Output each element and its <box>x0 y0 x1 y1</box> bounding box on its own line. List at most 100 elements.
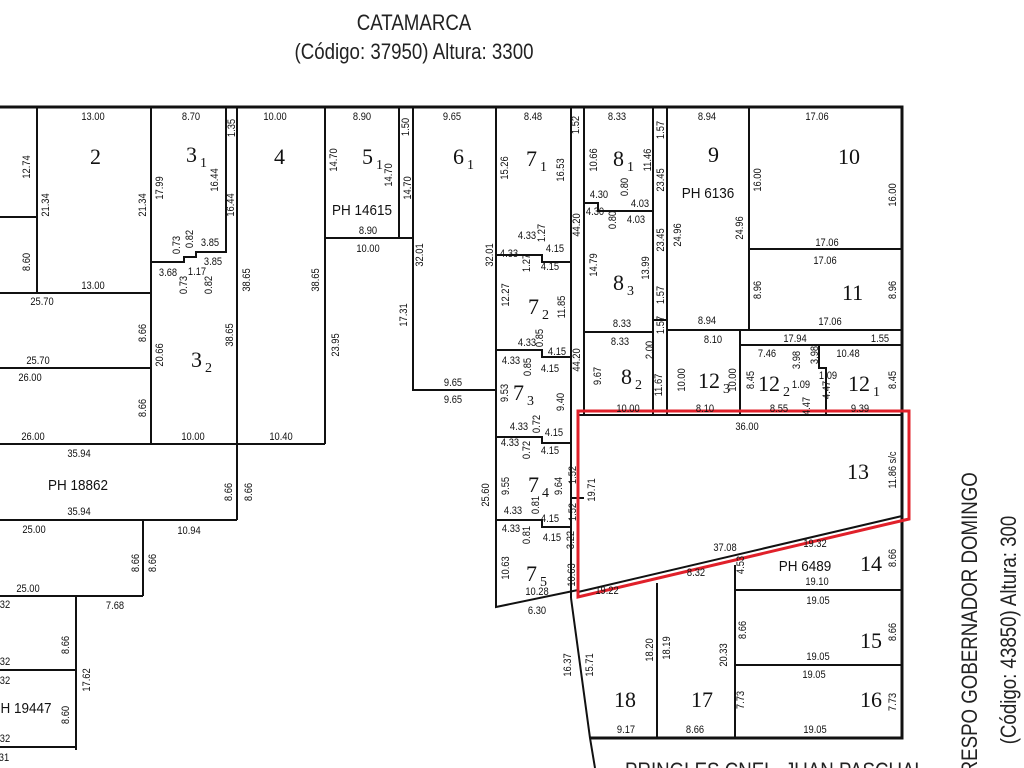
street-bottom-name: PRINGLES CNEL. JUAN PASCUAL <box>625 760 925 768</box>
dimension-label: 1.27 <box>536 224 548 242</box>
dimension-label: 9.53 <box>499 384 511 402</box>
dimension-label: 20.33 <box>718 643 730 667</box>
lot-subdivision: 1 <box>627 160 634 175</box>
dimension-label: 17.94 <box>783 333 807 345</box>
dimension-label: 8.66 <box>147 554 159 572</box>
street-top-info: (Código: 37950) Altura: 3300 <box>295 41 534 65</box>
dimension-label: 16.37 <box>562 653 574 677</box>
dimension-label: 10.00 <box>676 368 688 392</box>
dimension-label: 3.85 <box>204 256 222 268</box>
lot-number[interactable]: 2 <box>90 144 101 169</box>
dimension-label: 4.15 <box>541 261 559 273</box>
dimension-label: 17.62 <box>81 668 93 692</box>
dimension-label: 8.90 <box>353 111 371 123</box>
dimension-label: 8.94 <box>698 315 716 327</box>
lot-number[interactable]: 4 <box>274 144 285 169</box>
dimension-label: 17.06 <box>815 237 839 249</box>
dimension-label: 6.30 <box>528 605 546 617</box>
dimension-label: 17.06 <box>818 316 842 328</box>
lot-number[interactable]: 14 <box>860 551 882 576</box>
dimension-label: 11.85 <box>556 295 568 318</box>
dimension-label: 9.39 <box>851 403 869 415</box>
dimension-label: 8.33 <box>608 111 626 123</box>
dimension-label: 10.63 <box>566 563 578 587</box>
lot-subdivision: 3 <box>527 394 534 409</box>
dimension-label: 0.81 <box>530 496 542 514</box>
dimension-label: 23.45 <box>655 228 667 252</box>
dimension-label: 19.05 <box>806 651 830 663</box>
lot-subdivision: 1 <box>873 385 880 400</box>
dimension-label: 32 <box>0 733 10 745</box>
dimension-label: 1.55 <box>871 333 889 345</box>
dimension-label: 16.53 <box>555 158 567 182</box>
lot-subdivision: 1 <box>200 156 207 171</box>
dimension-label: 4.33 <box>502 523 520 535</box>
highlighted-lot-outline[interactable] <box>576 409 911 599</box>
dimension-label: 4.15 <box>541 363 559 375</box>
dimension-label: 14.70 <box>328 148 340 172</box>
dimension-label: 3.68 <box>159 267 177 279</box>
lot-number[interactable]: 11 <box>842 280 863 305</box>
dimension-label: 8.66 <box>243 483 255 501</box>
dimension-label: 23.45 <box>655 168 667 192</box>
dimension-label: 19.32 <box>803 538 827 550</box>
lot-number[interactable]: 9 <box>708 142 719 167</box>
dimension-label: 17.06 <box>805 111 829 123</box>
dimension-label: 23.95 <box>330 333 342 357</box>
dimension-label: 19.71 <box>586 478 598 502</box>
dimension-label: 10.00 <box>616 403 640 415</box>
dimension-label: 1.09 <box>792 379 810 391</box>
dimension-label: 16.00 <box>752 168 764 192</box>
ph-label: H 19447 <box>1 700 52 717</box>
lot-number[interactable]: 13 <box>847 459 869 484</box>
dimension-label: 25.60 <box>480 483 492 507</box>
dimension-label: 25.70 <box>26 355 50 367</box>
dimension-label: 14.79 <box>588 253 600 277</box>
dimension-label: 10.66 <box>588 148 600 172</box>
lot-subdivision: 2 <box>635 378 642 393</box>
dimension-label: 19.22 <box>595 585 619 597</box>
dimension-label: 9.64 <box>553 477 565 495</box>
dimension-label: 8.66 <box>130 554 142 572</box>
dimension-label: 8.66 <box>686 724 704 736</box>
dimension-label: 8.66 <box>137 399 149 417</box>
dimension-label: 0.85 <box>522 358 534 376</box>
lot-number[interactable]: 16 <box>860 687 882 712</box>
dimension-label: 15.71 <box>584 653 596 677</box>
lot-number[interactable]: 17 <box>691 687 713 712</box>
dimension-label: 4.15 <box>543 532 561 544</box>
lot-number[interactable]: 15 <box>860 628 882 653</box>
lot-subdivision: 1 <box>540 160 547 175</box>
lot-number[interactable]: 18 <box>614 687 636 712</box>
dimension-label: 0.82 <box>203 276 215 294</box>
dimension-label: 35.94 <box>67 448 91 460</box>
dimension-label: 8.55 <box>770 403 788 415</box>
parcel-lines <box>0 105 904 768</box>
dimension-label: 8.45 <box>887 371 899 389</box>
dimension-label: 25.70 <box>30 296 54 308</box>
lot-subdivision: 2 <box>542 308 549 323</box>
lot-number[interactable]: 10 <box>838 144 860 169</box>
ph-label: PH 14615 <box>332 202 392 219</box>
dimension-label: 4.33 <box>500 248 518 260</box>
parcel-lines-south <box>570 515 903 768</box>
dimension-label: 11.67 <box>653 373 665 396</box>
block-boundary <box>0 105 904 740</box>
dimension-label: 4.47 <box>821 381 833 399</box>
